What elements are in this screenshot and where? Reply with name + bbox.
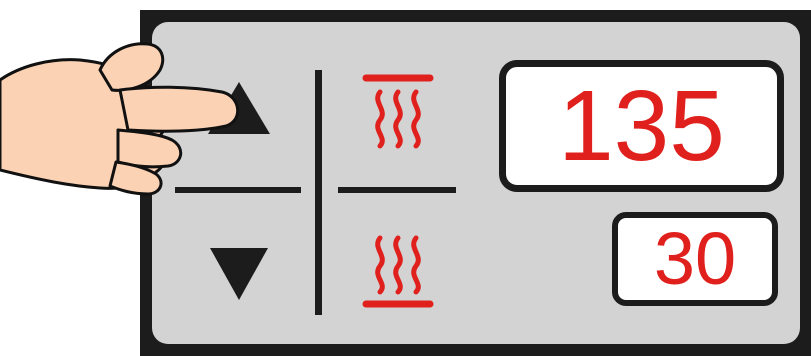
temperature-value: 135	[558, 76, 725, 176]
top-heat-button[interactable]	[358, 70, 438, 150]
down-arrow-button[interactable]	[206, 244, 272, 304]
bottom-heating-element-icon	[366, 238, 430, 304]
triangle-down-icon	[210, 248, 268, 300]
pointing-hand-icon	[0, 40, 250, 200]
vertical-divider	[315, 70, 322, 315]
temperature-display: 135	[499, 60, 784, 192]
bottom-heat-button[interactable]	[358, 232, 438, 312]
top-heating-element-icon	[366, 78, 430, 146]
time-value: 30	[654, 222, 736, 296]
time-display: 30	[612, 212, 778, 306]
horizontal-divider-right	[338, 187, 456, 193]
